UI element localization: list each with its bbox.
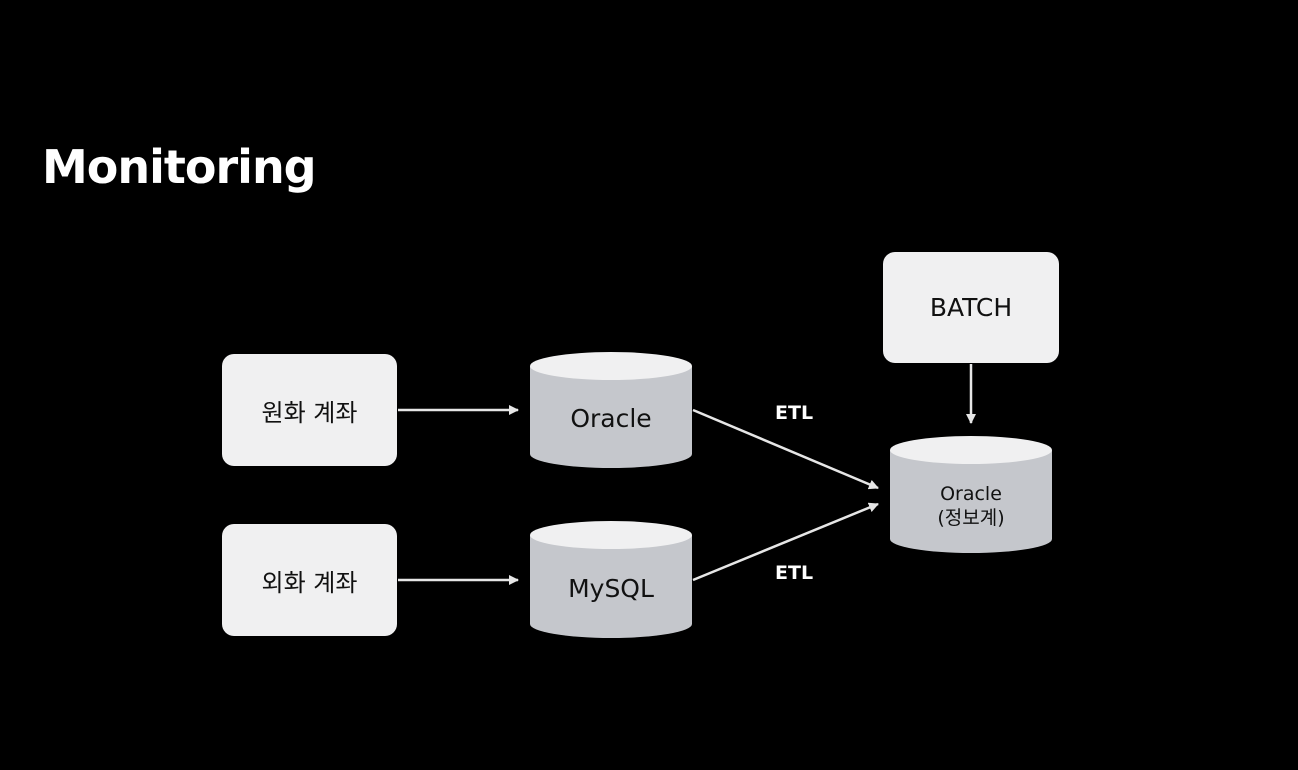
info-oracle-db-name: Oracle <box>940 483 1002 505</box>
arrow-oracle-to-info-oracle <box>692 408 879 490</box>
mysql-db-cylinder <box>530 521 692 638</box>
batch-box: BATCH <box>883 252 1059 363</box>
fx-account-box: 외화 계좌 <box>222 524 397 636</box>
oracle-db-label: Oracle <box>570 404 652 433</box>
fx-account-label: 외화 계좌 <box>261 568 358 597</box>
mysql-db-label: MySQL <box>568 574 654 603</box>
etl-label-bottom: ETL <box>775 562 814 584</box>
info-oracle-db-subtitle: (정보계) <box>937 507 1005 529</box>
krw-account-box: 원화 계좌 <box>222 354 397 466</box>
krw-account-label: 원화 계좌 <box>261 398 358 427</box>
arrow-mysql-to-info-oracle <box>692 502 879 582</box>
info-oracle-db-cylinder <box>890 436 1052 553</box>
etl-label-top: ETL <box>775 402 814 424</box>
batch-label: BATCH <box>929 293 1013 322</box>
oracle-db-cylinder <box>530 352 692 468</box>
info-oracle-db-label: Oracle (정보계) <box>890 482 1052 530</box>
page-title: Monitoring <box>42 140 317 194</box>
